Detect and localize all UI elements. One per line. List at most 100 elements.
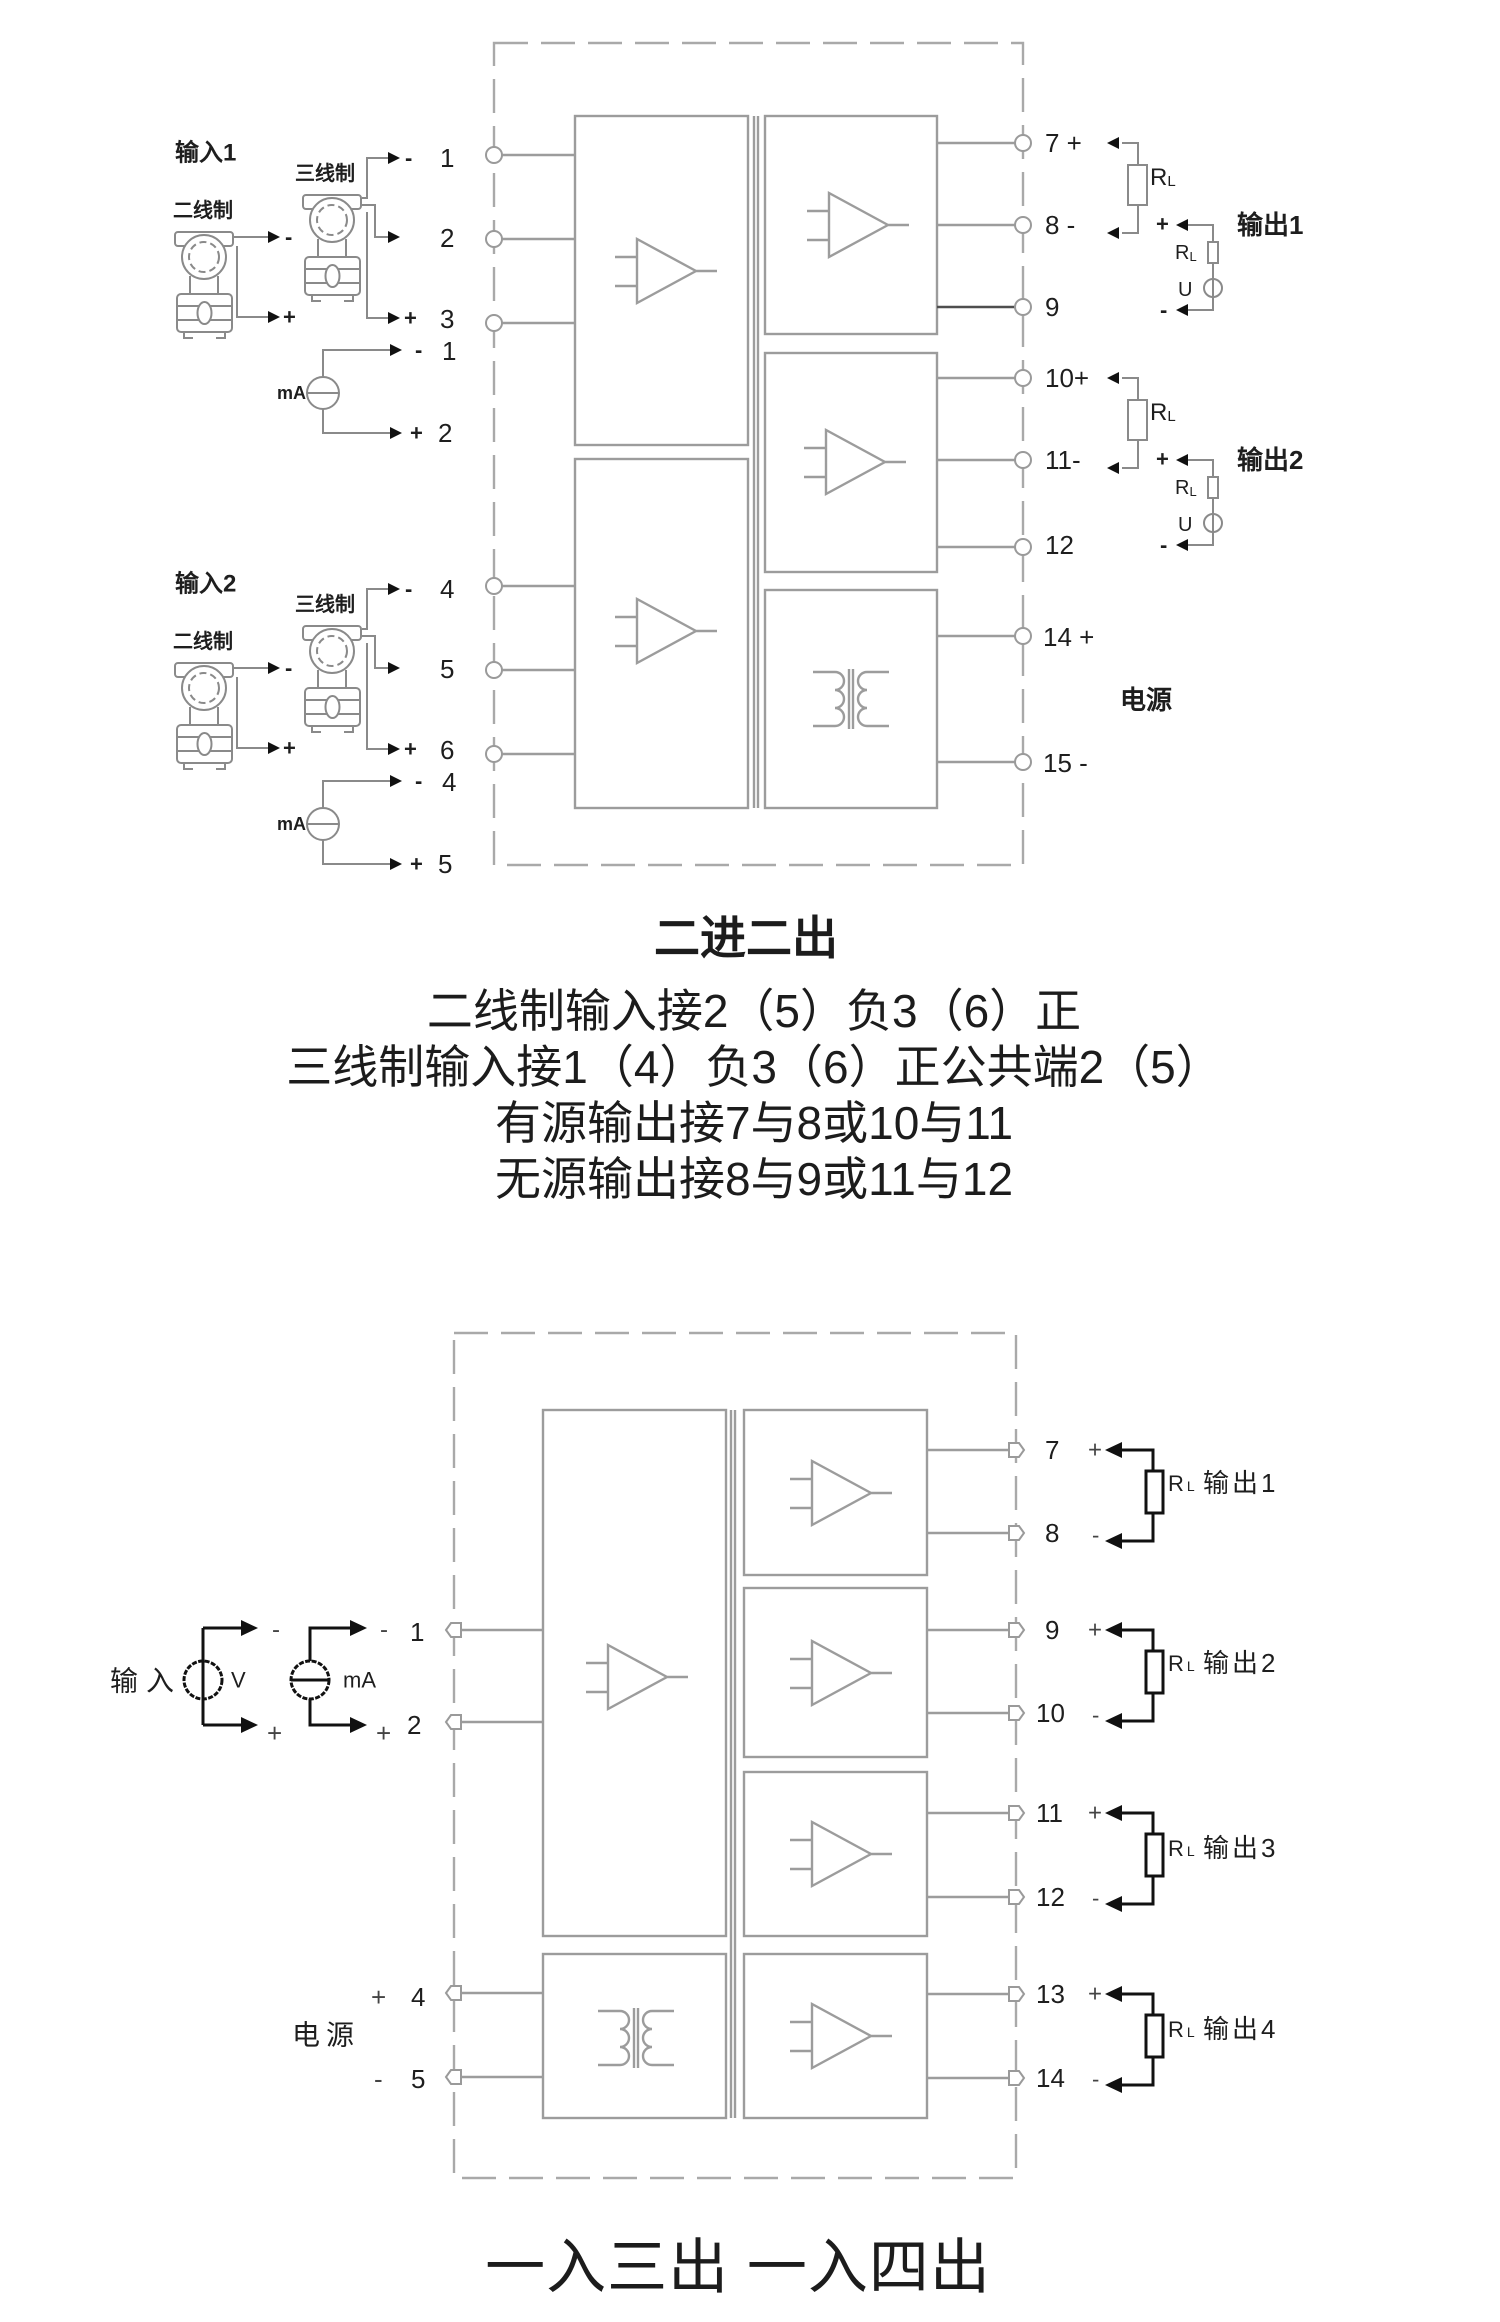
top-diagram: 输入1 二线制 三线制 - + - + 1 2 3 mA - +	[173, 41, 1303, 879]
source-leads	[1188, 459, 1214, 546]
two-wire-label: 二线制	[173, 629, 233, 653]
terminal	[1008, 1525, 1025, 1541]
power-label: 电源	[1120, 685, 1172, 715]
output2-wiring: 10+ 11- 12 RL + - RL U 输出2	[1045, 363, 1303, 560]
pos-sign: +	[1088, 1800, 1102, 1827]
two-wire-transmitter-icon	[174, 662, 234, 770]
terminal-label: 11-	[1045, 445, 1081, 475]
three-wire-leads	[362, 157, 388, 319]
three-wire-transmitter-icon	[302, 194, 362, 302]
arrow-icon	[388, 312, 400, 324]
neg-sign: -	[1092, 2067, 1099, 2092]
terminal-label: 4	[440, 574, 454, 604]
terminal-label: 11	[1036, 1798, 1063, 1828]
terminal-label: 7	[1045, 1435, 1059, 1465]
wiring-note: 有源输出接7与8或10与11	[494, 1097, 1014, 1149]
output-terminal-connections	[937, 141, 1023, 764]
input-label: 输入	[110, 1666, 182, 1697]
two-wire-leads	[233, 667, 268, 749]
terminal	[485, 314, 503, 332]
arrow-icon	[1176, 219, 1188, 231]
output3-title: 输出3	[1203, 1833, 1278, 1863]
amplifier-icon	[613, 237, 719, 305]
source-leads	[1188, 224, 1214, 311]
terminal-label: 10	[1036, 1698, 1065, 1728]
amplifier-icon	[805, 191, 911, 259]
terminal	[1014, 627, 1032, 645]
output2-module-box	[763, 351, 939, 574]
source-pos-sign: +	[1156, 447, 1169, 472]
two-wire-pos-sign: +	[283, 305, 296, 330]
current-neg-sign: -	[415, 338, 422, 363]
terminal-label: 9	[1045, 1615, 1059, 1645]
arrow-icon	[1105, 1986, 1122, 2002]
power-wiring: 14 + 电源 15 -	[1043, 622, 1172, 778]
terminal	[445, 1985, 462, 2001]
voltage-symbol: V	[231, 1668, 246, 1693]
load-resistor-icon	[1127, 399, 1148, 441]
terminal	[485, 661, 503, 679]
arrow-icon	[390, 858, 402, 870]
arrow-icon	[1107, 462, 1119, 474]
arrow-icon	[350, 1620, 367, 1636]
two-wire-pos-sign: +	[283, 736, 296, 761]
input1-title: 输入1	[175, 139, 236, 167]
neg-sign: -	[1092, 1886, 1099, 1911]
arrow-icon	[390, 427, 402, 439]
terminal	[1008, 1805, 1025, 1821]
load-leads	[1122, 1811, 1155, 1906]
load-resistor-icon	[1127, 164, 1148, 206]
arrow-icon	[388, 231, 400, 243]
terminal	[1008, 1986, 1025, 2002]
transformer-icon	[596, 2006, 676, 2070]
arrow-icon	[1105, 1713, 1122, 1729]
terminal	[445, 2069, 462, 2085]
current-neg-sign: -	[380, 1617, 388, 1644]
terminal-label: 12	[1045, 530, 1074, 560]
current-source-leads	[307, 780, 390, 865]
arrow-icon	[388, 662, 400, 674]
arrow-icon	[1105, 1533, 1122, 1549]
terminal-label: 12	[1036, 1882, 1065, 1912]
terminal	[1008, 2070, 1025, 2086]
terminal	[485, 745, 503, 763]
current-source-leads	[291, 1626, 350, 1727]
source-voltage-label: U	[1178, 514, 1192, 536]
amplifier-icon	[788, 2002, 894, 2070]
terminal-label: 2	[407, 1710, 421, 1740]
terminal	[1014, 134, 1032, 152]
arrow-icon	[1176, 454, 1188, 466]
terminal	[485, 230, 503, 248]
current-source-leads	[307, 349, 390, 434]
terminal	[445, 1714, 462, 1730]
top-diagram-title: 二进二出	[654, 912, 838, 964]
current-pos-sign: +	[410, 421, 423, 446]
load-leads	[1122, 377, 1139, 469]
three-wire-label: 三线制	[295, 161, 355, 185]
arrow-icon	[1176, 539, 1188, 551]
terminal	[1014, 216, 1032, 234]
power-module-box	[763, 588, 939, 810]
voltage-source-leads	[201, 1626, 242, 1727]
current-source-label: mA	[277, 383, 306, 403]
arrow-icon	[390, 344, 402, 356]
source-neg-sign: -	[1160, 298, 1167, 323]
terminal-label: 8 -	[1045, 210, 1075, 240]
arrow-icon	[241, 1717, 258, 1733]
pos-sign: +	[1088, 1617, 1102, 1644]
terminal	[445, 1622, 462, 1638]
output2-module-box	[742, 1586, 929, 1759]
terminal-label: 1	[410, 1617, 424, 1647]
pos-sign: +	[1088, 1981, 1102, 2008]
power-neg-sign: -	[374, 2064, 383, 2094]
terminal-label: 3	[440, 304, 454, 334]
output4-module-box	[742, 1952, 929, 2120]
terminal-label: 5	[411, 2064, 425, 2094]
three-wire-label: 三线制	[295, 592, 355, 616]
arrow-icon	[1105, 1442, 1122, 1458]
load-resistor-icon	[1144, 1469, 1165, 1515]
load-leads	[1122, 1448, 1155, 1543]
arrow-icon	[241, 1620, 258, 1636]
